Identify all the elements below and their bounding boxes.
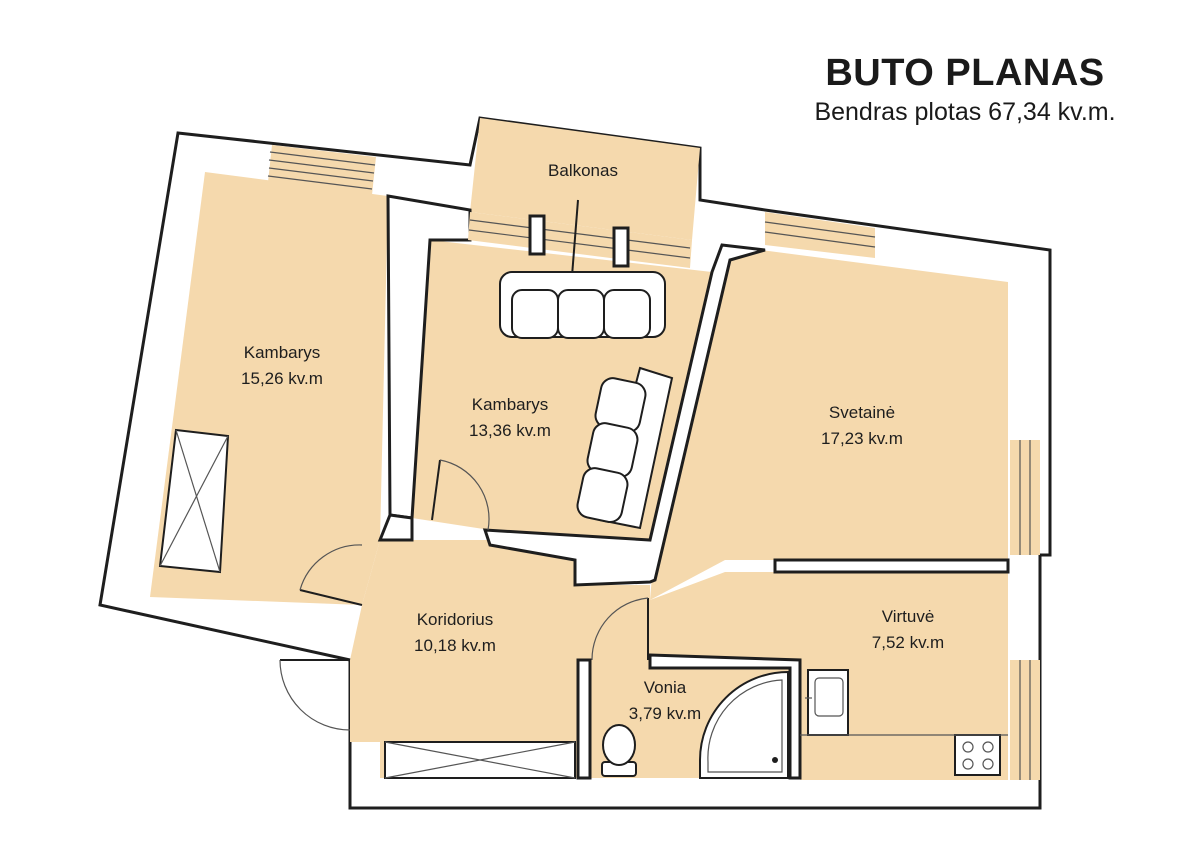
room-balcony-name: Balkonas <box>548 161 618 180</box>
room-living-name: Svetainė <box>829 403 895 422</box>
room-2-name: Kambarys <box>472 395 549 414</box>
room-living-area: 17,23 kv.m <box>821 429 903 448</box>
balcony-door-line <box>571 199 579 277</box>
toilet-icon <box>601 724 637 777</box>
sofa-top-icon <box>499 271 666 339</box>
room-kitchen-area: 7,52 kv.m <box>872 633 944 652</box>
room-bathroom-area: 3,79 kv.m <box>629 704 701 723</box>
doors <box>279 459 649 731</box>
room-bathroom-name: Vonia <box>644 678 687 697</box>
bathtub-icon <box>699 670 789 779</box>
floor-corridor <box>350 540 650 778</box>
room-1-area: 15,26 kv.m <box>241 369 323 388</box>
windows <box>267 145 1040 780</box>
wardrobe-icon <box>384 741 576 779</box>
stove-icon <box>954 734 1001 776</box>
plan-title: BUTO PLANAS <box>825 52 1105 94</box>
room-2-area: 13,36 kv.m <box>469 421 551 440</box>
plan-subtitle: Bendras plotas 67,34 kv.m. <box>814 98 1116 126</box>
interior-walls <box>377 194 1010 780</box>
room-corridor-name: Koridorius <box>417 610 494 629</box>
floor-living <box>650 245 1008 600</box>
sofa-side-icon <box>576 366 674 530</box>
room-1-name: Kambarys <box>244 343 321 362</box>
room-corridor-area: 10,18 kv.m <box>414 636 496 655</box>
bed-icon <box>158 428 230 574</box>
floor-balcony <box>470 118 700 240</box>
sink-icon <box>805 669 849 736</box>
room-kitchen-name: Virtuvė <box>882 607 935 626</box>
